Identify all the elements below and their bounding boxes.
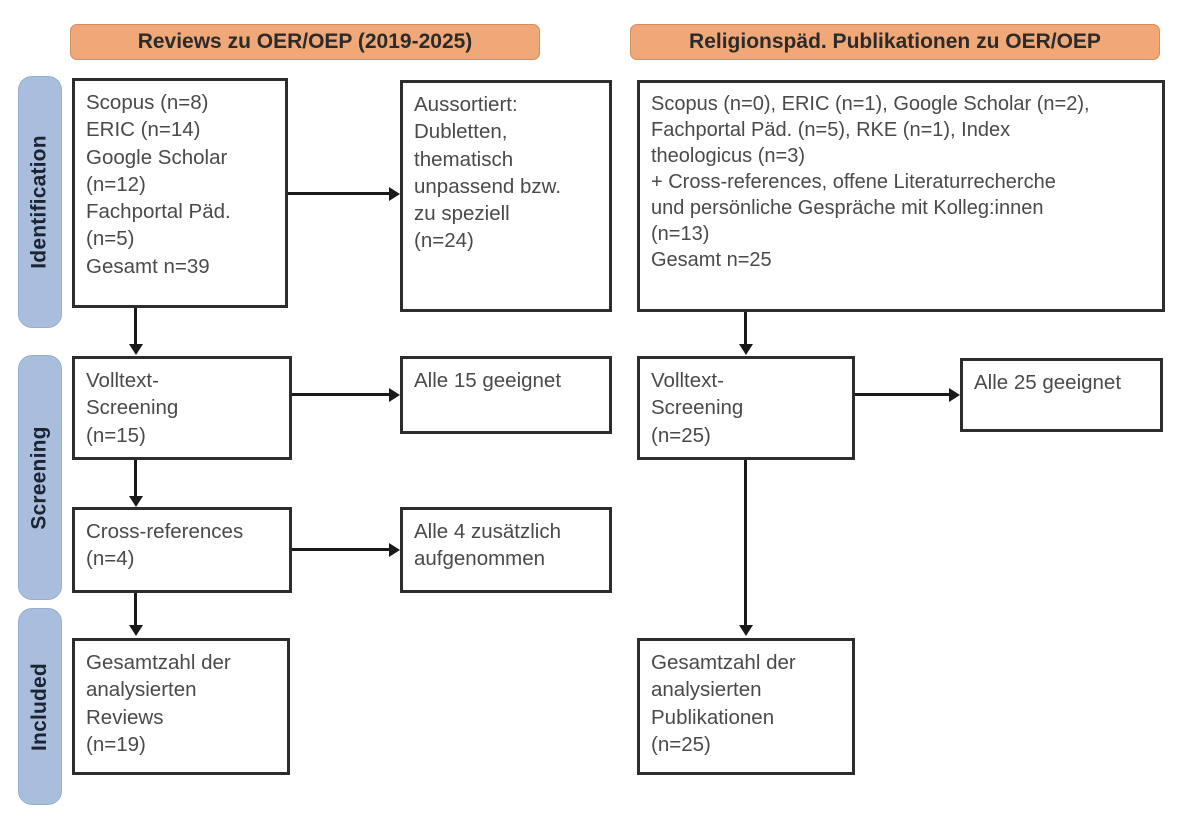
box-right-included: Gesamtzahl der analysierten Publikatione… — [637, 638, 855, 775]
box-left-crossrefs-result: Alle 4 zusätzlich aufgenommen — [400, 507, 612, 593]
arrowhead-left-fulltext-to-crossrefs — [128, 496, 143, 507]
stage-label-included: Included — [28, 662, 52, 751]
box-left-included: Gesamtzahl der analysierten Reviews (n=1… — [72, 638, 290, 775]
box-left-fulltext-result: Alle 15 geeignet — [400, 356, 612, 434]
connector-left-sources-to-excluded — [288, 192, 389, 195]
arrowhead-right-sources-to-fulltext — [738, 344, 753, 355]
stage-pill-identification: Identification — [18, 76, 62, 328]
box-right-fulltext-screening: Volltext- Screening (n=25) — [637, 356, 855, 460]
connector-left-fulltext-to-crossrefs — [134, 460, 137, 496]
connector-right-fulltext-to-result — [855, 393, 949, 396]
box-left-sources: Scopus (n=8) ERIC (n=14) Google Scholar … — [72, 78, 288, 308]
arrowhead-left-crossrefs-to-included — [128, 625, 143, 636]
connector-left-sources-to-fulltext — [134, 308, 137, 344]
box-right-sources: Scopus (n=0), ERIC (n=1), Google Scholar… — [637, 80, 1165, 312]
arrowhead-left-fulltext-to-result — [389, 387, 400, 402]
stage-pill-included: Included — [18, 608, 62, 805]
stage-pill-screening: Screening — [18, 355, 62, 600]
connector-left-fulltext-to-result — [292, 393, 389, 396]
column-header-religionspaed: Religionspäd. Publikationen zu OER/OEP — [630, 24, 1160, 60]
stage-label-identification: Identification — [28, 135, 51, 269]
connector-left-crossrefs-to-included — [134, 593, 137, 625]
connector-left-crossrefs-to-result — [292, 548, 389, 551]
box-right-fulltext-result: Alle 25 geeignet — [960, 358, 1163, 432]
arrowhead-left-crossrefs-to-result — [389, 542, 400, 557]
column-header-reviews: Reviews zu OER/OEP (2019-2025) — [70, 24, 540, 60]
connector-right-sources-to-fulltext — [744, 312, 747, 344]
arrowhead-right-fulltext-to-included — [738, 625, 753, 636]
stage-label-screening: Screening — [28, 425, 51, 530]
connector-right-fulltext-to-included — [744, 460, 747, 625]
arrowhead-left-sources-to-excluded — [389, 186, 400, 201]
box-left-crossrefs: Cross-references (n=4) — [72, 507, 292, 593]
arrowhead-left-sources-to-fulltext — [128, 344, 143, 355]
box-left-fulltext-screening: Volltext- Screening (n=15) — [72, 356, 292, 460]
arrowhead-right-fulltext-to-result — [949, 387, 960, 402]
box-left-excluded: Aussortiert: Dubletten, thematisch unpas… — [400, 80, 612, 312]
